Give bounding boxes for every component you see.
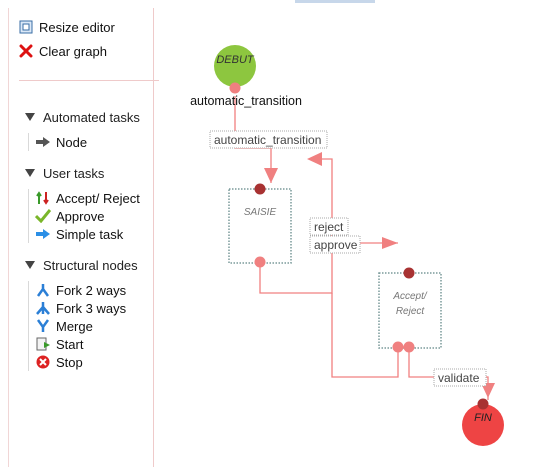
palette-item-stop[interactable]: Stop: [35, 353, 138, 371]
item-label: Start: [56, 336, 84, 352]
checkmark-icon: [35, 209, 51, 223]
resize-icon: [19, 20, 33, 34]
section-title: Structural nodes: [43, 257, 138, 273]
output-port[interactable]: [254, 256, 266, 268]
section-user-tasks: User tasks Accept/ Reject Approve Simple…: [25, 164, 140, 243]
collapse-triangle-icon: [25, 113, 35, 121]
merge-icon: [35, 319, 51, 333]
palette-sidebar: Resize editor Clear graph Automated task…: [8, 8, 159, 467]
end-node-label: FIN: [474, 412, 492, 424]
palette-item-accept-reject[interactable]: Accept/ Reject: [35, 189, 140, 207]
graph-canvas[interactable]: DEBUT automatic_transition SAISIE Accept…: [153, 8, 542, 467]
label-text: reject: [314, 220, 344, 234]
fork3-icon: [35, 301, 51, 315]
label-text: approve: [314, 238, 358, 252]
label-text: automatic_transition: [214, 133, 321, 147]
red-x-icon: [19, 44, 33, 58]
item-label: Fork 2 ways: [56, 282, 127, 298]
arrowhead-icon: [481, 383, 495, 398]
arrowhead-icon: [382, 237, 398, 249]
palette-item-start[interactable]: Start: [35, 335, 138, 353]
label-box: [209, 130, 328, 149]
collapse-triangle-icon: [25, 261, 35, 269]
item-label: Accept/ Reject: [56, 190, 140, 206]
section-structural-nodes: Structural nodes Fork 2 ways Fork 3 ways…: [25, 256, 138, 371]
task-box: [378, 272, 442, 349]
item-label: Simple task: [56, 226, 124, 242]
item-label: Fork 3 ways: [56, 300, 127, 316]
fork2-icon: [35, 283, 51, 297]
input-port[interactable]: [403, 267, 415, 279]
accept-reject-icon: [35, 191, 51, 205]
start-node-caption: automatic_transition: [190, 94, 302, 108]
clear-graph-button[interactable]: Clear graph: [19, 42, 107, 60]
palette-item-node[interactable]: Node: [35, 133, 140, 151]
output-port-reject[interactable]: [392, 341, 404, 353]
label-text: validate: [438, 371, 480, 385]
section-header[interactable]: Structural nodes: [25, 256, 138, 274]
palette-item-simple-task[interactable]: Simple task: [35, 225, 140, 243]
resize-editor-button[interactable]: Resize editor: [19, 18, 115, 36]
label-box: [309, 217, 349, 236]
start-circle: [214, 45, 256, 87]
tab-indicator: [295, 0, 375, 3]
top-strip: [0, 0, 542, 8]
start-node-label: DEBUT: [216, 54, 255, 66]
transition-label-automatic[interactable]: automatic_transition: [209, 130, 328, 149]
start-node[interactable]: DEBUT automatic_transition: [190, 45, 302, 108]
edge-return[interactable]: [331, 293, 399, 378]
item-label: Stop: [56, 354, 83, 370]
arrowhead-icon: [264, 168, 278, 183]
blue-arrow-icon: [35, 227, 51, 241]
input-port[interactable]: [254, 183, 266, 195]
task-box: [228, 188, 292, 264]
end-node[interactable]: FIN: [462, 398, 504, 447]
transition-label-reject[interactable]: reject: [309, 217, 349, 236]
label-box: [433, 368, 487, 387]
arrowhead-icon: [307, 152, 322, 166]
task-node-accept-reject[interactable]: Accept/ Reject: [378, 267, 442, 353]
section-title: User tasks: [43, 165, 105, 181]
item-label: Approve: [56, 208, 105, 224]
output-port[interactable]: [229, 82, 241, 94]
output-port-validate[interactable]: [403, 341, 415, 353]
label-box: [309, 235, 361, 254]
item-label: Merge: [56, 318, 93, 334]
section-automated-tasks: Automated tasks Node: [25, 108, 140, 151]
section-header[interactable]: Automated tasks: [25, 108, 140, 126]
input-port[interactable]: [477, 398, 489, 410]
stop-icon: [35, 355, 51, 369]
section-header[interactable]: User tasks: [25, 164, 140, 182]
clear-graph-label: Clear graph: [39, 43, 107, 59]
end-circle: [462, 404, 504, 446]
item-label: Node: [56, 134, 88, 150]
palette-item-merge[interactable]: Merge: [35, 317, 138, 335]
palette-item-fork-2[interactable]: Fork 2 ways: [35, 281, 138, 299]
sidebar-divider: [19, 80, 159, 81]
task-label-line1: Accept/: [392, 291, 428, 302]
section-title: Automated tasks: [43, 109, 140, 125]
task-label: SAISIE: [244, 207, 277, 218]
start-icon: [35, 337, 51, 351]
palette-item-fork-3[interactable]: Fork 3 ways: [35, 299, 138, 317]
task-label-line2: Reject: [396, 306, 426, 317]
resize-editor-label: Resize editor: [39, 19, 115, 35]
collapse-triangle-icon: [25, 169, 35, 177]
transition-label-validate[interactable]: validate: [433, 368, 487, 387]
palette-item-approve[interactable]: Approve: [35, 207, 140, 225]
arrow-right-icon: [35, 135, 51, 149]
task-node-saisie[interactable]: SAISIE: [228, 183, 292, 268]
transition-label-approve[interactable]: approve: [309, 235, 361, 254]
